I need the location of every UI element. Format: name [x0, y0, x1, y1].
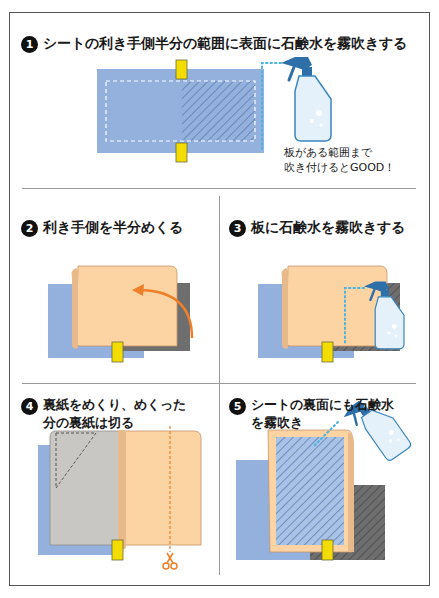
- arrowhead: [132, 284, 144, 296]
- tape: [322, 342, 333, 362]
- step2-art: [48, 266, 192, 362]
- sprayed-back: [276, 437, 344, 545]
- callout-number: 3: [234, 223, 242, 234]
- tape: [112, 540, 123, 560]
- step-number: 3: [229, 220, 246, 237]
- spray-mist: [262, 63, 281, 150]
- spray-mist: [345, 288, 364, 345]
- callout-number: 5: [234, 401, 242, 412]
- callout-number: 1: [26, 39, 34, 50]
- step-number: 5: [229, 398, 246, 415]
- sheet-flap: [286, 266, 387, 346]
- step-number: 2: [21, 220, 38, 237]
- tape: [322, 540, 333, 560]
- sheet: [97, 69, 264, 153]
- cut-line: [169, 426, 170, 552]
- step-heading: 利き手側を半分めくる: [43, 218, 183, 237]
- step-panel: 利き手側を半分めくる 2: [9, 188, 219, 383]
- scissors: [163, 563, 169, 569]
- sheet-curl: [282, 268, 289, 349]
- backing-paper: [50, 431, 122, 545]
- tape: [112, 342, 123, 362]
- spray-bottle: [364, 282, 404, 349]
- sheet-flap: [76, 266, 177, 346]
- step-number: 4: [21, 398, 38, 415]
- sheet-page: [122, 431, 201, 545]
- scissors: [171, 563, 177, 569]
- divider: [219, 196, 220, 575]
- note-label: 板がある範囲まで 吹き付けるとGOOD！: [284, 145, 409, 176]
- tape: [176, 143, 187, 162]
- step-heading: 板に石鹸水を霧吹きする: [251, 218, 405, 237]
- step-number: 1: [21, 36, 38, 53]
- divider: [22, 188, 416, 189]
- step-heading: 裏紙をめくり、めくった 分の裏紙は切る: [43, 396, 211, 431]
- step-panel: 裏紙をめくり、めくった 分の裏紙は切る 4: [9, 383, 219, 585]
- step-heading: シートの利き手側半分の範囲に表面に石鹸水を霧吹きする: [43, 34, 407, 53]
- fold-line: [56, 433, 96, 488]
- board-outline: [106, 81, 255, 141]
- spray-mist: [314, 422, 338, 446]
- sheet-curl: [348, 432, 354, 552]
- tape: [176, 60, 187, 79]
- callout-number: 4: [26, 401, 34, 412]
- scissors: [167, 553, 173, 563]
- step-panel: シートの裏面にも石鹸水 を霧吹き 5: [219, 383, 429, 585]
- step4-art: [38, 426, 201, 569]
- scissors: [163, 553, 177, 569]
- scissors: [167, 553, 173, 563]
- sheet-page: [268, 430, 352, 552]
- sheet-curl: [72, 268, 79, 349]
- spray-bottle: [281, 57, 331, 141]
- spine: [118, 430, 126, 550]
- step-heading: シートの裏面にも石鹸水 を霧吹き: [251, 396, 419, 431]
- peel-arrow: [142, 290, 192, 338]
- callout-number: 2: [26, 223, 34, 234]
- step-panel: 板に石鹸水を霧吹きする 3: [219, 188, 429, 383]
- outer-frame: [10, 13, 430, 586]
- sheet-back: [276, 437, 344, 545]
- divider: [22, 383, 416, 384]
- sprayed-area: [182, 81, 255, 141]
